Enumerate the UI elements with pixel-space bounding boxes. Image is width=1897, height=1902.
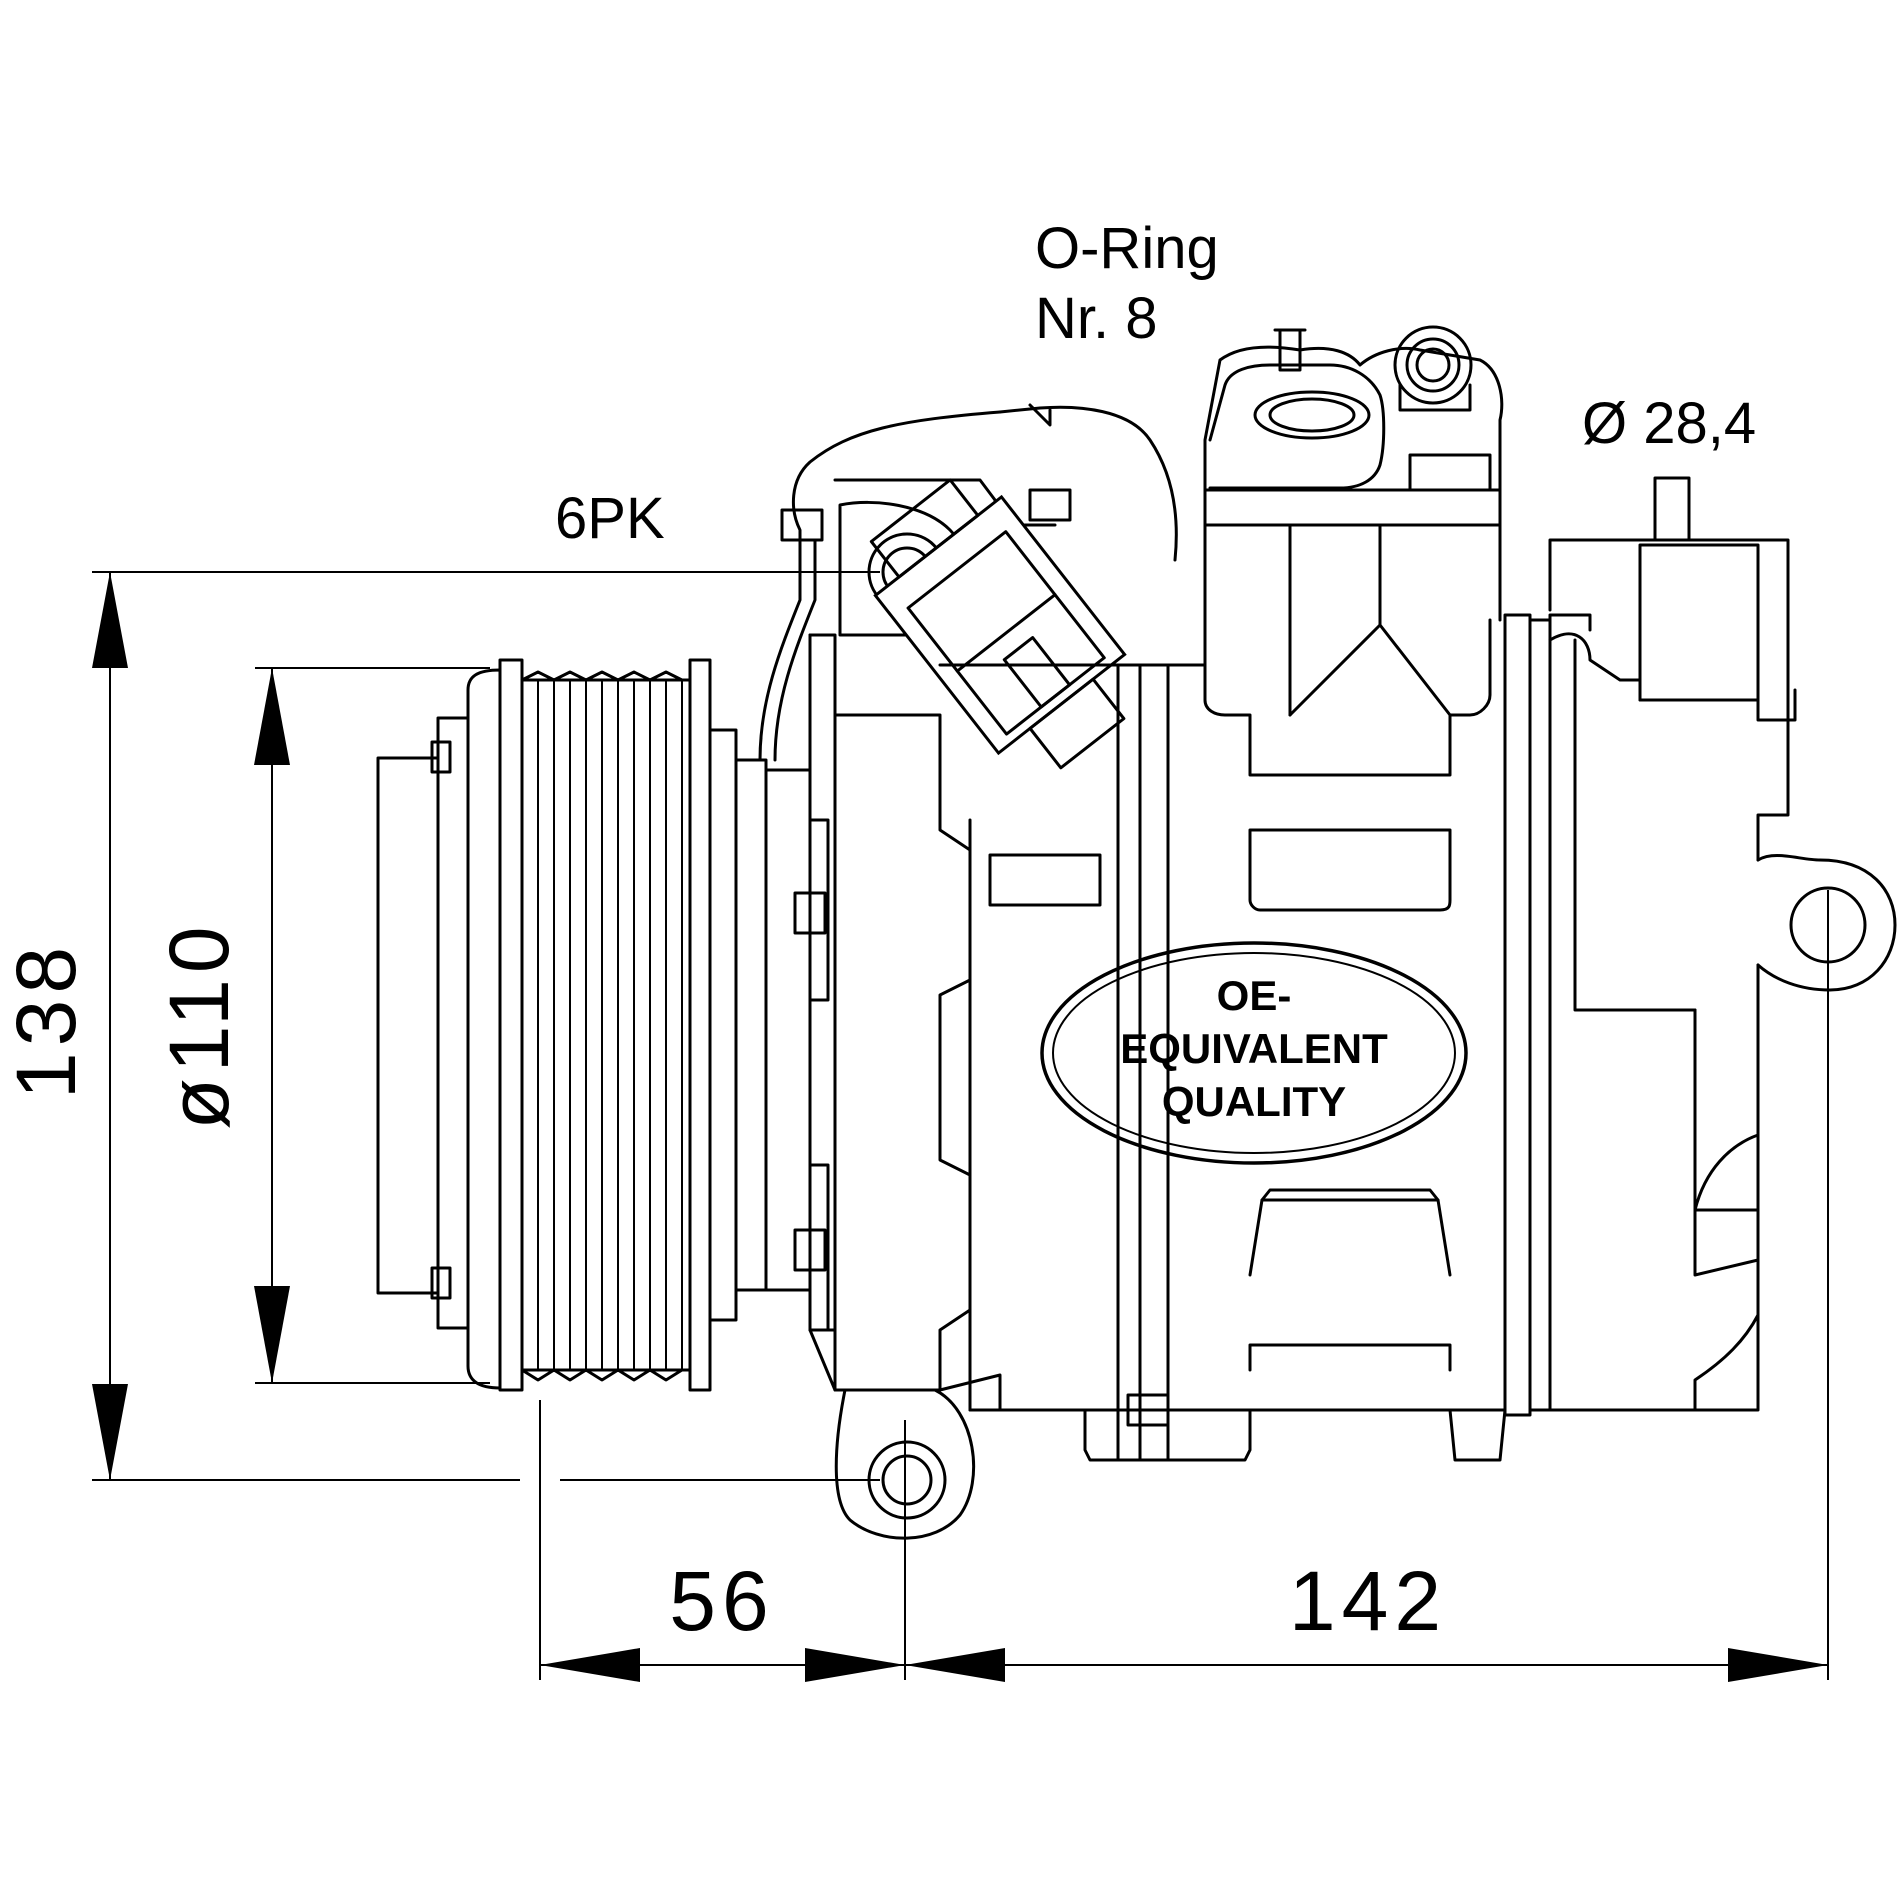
pulley-diameter-dimension: ø110 [152,920,246,1129]
belt-type-label: 6PK [555,486,665,551]
oe-quality-badge: OE- EQUIVALENT QUALITY [1040,941,1468,1165]
rear-housing [1503,476,1897,1417]
dimension-lines [92,571,1829,1682]
badge-line-2: EQUIVALENT [1120,1025,1388,1072]
badge-line-3: QUALITY [1162,1078,1346,1125]
annotations: O-Ring Nr. 8 6PK Ø 28,4 138 ø110 56 142 [0,216,1756,1648]
pulley-offset-dimension: 56 [669,1554,774,1648]
port-diameter-label: Ø 28,4 [1582,391,1756,456]
o-ring-label: O-Ring [1035,216,1219,281]
height-dimension: 138 [0,941,93,1099]
length-dimension: 142 [1289,1554,1447,1648]
front-housing [764,500,1087,1540]
port-head [1203,325,1504,527]
electrical-connector [758,403,1178,770]
o-ring-number-label: Nr. 8 [1035,286,1158,351]
clutch-assembly [376,658,768,1392]
badge-line-1: OE- [1217,972,1292,1019]
